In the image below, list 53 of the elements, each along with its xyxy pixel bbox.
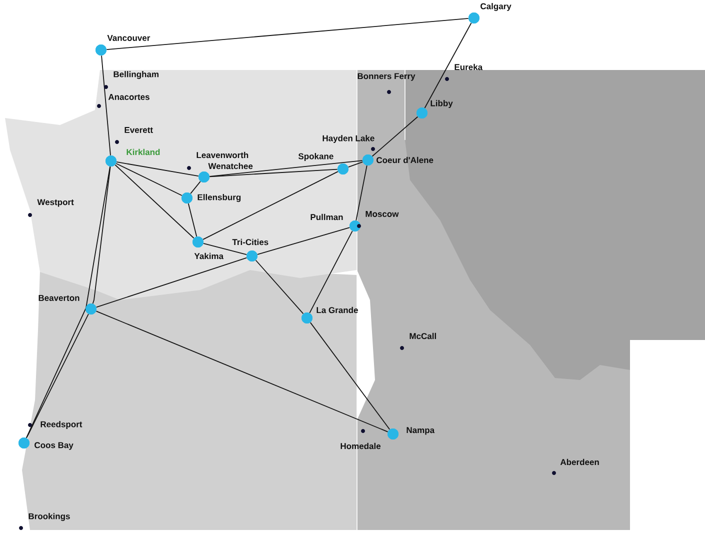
city-label: Tri-Cities	[232, 238, 268, 246]
city-label: Vancouver	[107, 35, 150, 41]
city-label: Bellingham	[114, 71, 158, 79]
city-label: Brookings	[28, 513, 70, 521]
route-line	[96, 257, 248, 308]
route-line	[309, 230, 353, 314]
city-label: Pullman	[310, 214, 343, 220]
city-label: Bonners Ferry	[358, 73, 416, 81]
city-label: Coos Bay	[34, 442, 74, 450]
city-label: Leavenworth	[196, 152, 248, 158]
route-line	[188, 203, 198, 237]
city-label: Nampa	[406, 427, 435, 435]
route-line	[310, 322, 390, 430]
city-label: Everett	[124, 127, 153, 133]
route-line	[209, 168, 338, 178]
route-line	[255, 260, 304, 314]
route-line	[114, 164, 194, 239]
route-line	[92, 166, 111, 304]
route-line	[424, 22, 472, 108]
city-label: Homedale	[340, 442, 381, 450]
city-label: Eureka	[454, 64, 483, 70]
city-label: Aberdeen	[560, 458, 599, 466]
city-label: Coeur d'Alene	[376, 156, 434, 164]
route-line	[26, 314, 89, 438]
route-line	[348, 161, 364, 168]
route-line	[257, 227, 350, 255]
city-label: Beaverton	[38, 295, 80, 301]
city-label: McCall	[410, 332, 436, 340]
route-line	[203, 242, 247, 256]
city-label: Libby	[430, 100, 453, 108]
city-label: Spokane	[298, 153, 334, 161]
route-line	[26, 166, 110, 438]
route-line	[209, 160, 363, 177]
route-line	[101, 55, 111, 156]
city-label: La Grande	[316, 306, 358, 314]
route-line	[356, 165, 368, 221]
city-label: Ellensburg	[198, 194, 241, 202]
city-label: Hayden Lake	[322, 135, 374, 143]
route-line	[106, 18, 469, 50]
route-line	[116, 163, 182, 196]
city-label: Moscow	[366, 211, 399, 217]
route-line	[202, 171, 338, 240]
city-label: Anacortes	[108, 94, 150, 100]
city-label: Kirkland	[126, 148, 160, 156]
route-line	[96, 310, 388, 432]
route-line	[116, 162, 199, 176]
city-label: Wenatchee	[208, 162, 253, 170]
route-line	[190, 180, 201, 194]
route-line	[372, 116, 418, 157]
city-label: Calgary	[480, 3, 512, 11]
city-label: Reedsport	[40, 421, 82, 429]
city-label: Yakima	[194, 252, 224, 260]
city-label: Westport	[37, 199, 74, 207]
